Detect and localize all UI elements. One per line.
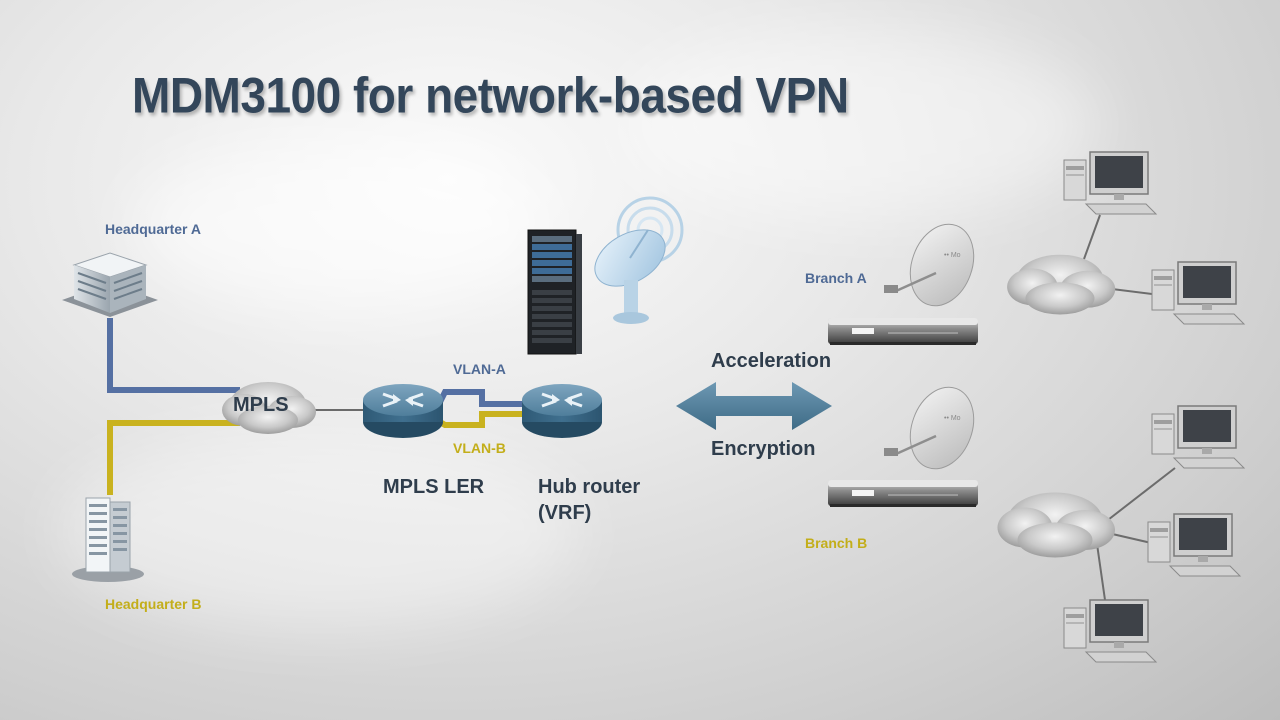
headquarter-b-label: Headquarter B: [105, 596, 202, 612]
modem-icon: [828, 318, 978, 345]
office-building-icon: [62, 252, 158, 317]
vlan-a-label: VLAN-A: [453, 361, 506, 377]
hq-b-link: [107, 420, 240, 495]
vlan-a-link: [437, 389, 522, 407]
encryption-label: Encryption: [711, 438, 816, 460]
router-icon: [361, 382, 445, 440]
branch-b-label: Branch B: [805, 535, 868, 551]
desktop-computer-icon: [1151, 405, 1245, 469]
page-title: MDM3100 for network-based VPN: [132, 67, 849, 124]
background-cloud: [60, 430, 580, 630]
cloud-icon: [1007, 254, 1116, 315]
vlan-b-label: VLAN-B: [453, 440, 506, 456]
double-arrow-icon: [676, 382, 832, 430]
desktop-computer-icon: [1151, 261, 1245, 325]
desktop-computer-icon: [1147, 513, 1241, 577]
mpls-ler-label: MPLS LER: [383, 476, 485, 498]
background-cloud: [620, 30, 1100, 220]
headquarter-a-label: Headquarter A: [105, 221, 201, 237]
office-tower-icon: [72, 497, 144, 582]
desktop-computer-icon: [1063, 151, 1157, 215]
desktop-computer-icon: [1063, 599, 1157, 663]
server-rack-icon: [527, 229, 582, 355]
branch-a-label: Branch A: [805, 270, 867, 286]
satellite-dish-icon: [882, 377, 986, 479]
satellite-dish-icon: [882, 214, 986, 316]
hub-router-label: Hub router: [538, 476, 641, 498]
hub-router-vrf-label: (VRF): [538, 502, 592, 524]
vlan-b-link: [438, 411, 522, 428]
modem-icon: [828, 480, 978, 507]
hq-a-link: [107, 318, 240, 393]
router-icon: [520, 382, 604, 440]
cloud-icon: [997, 492, 1115, 558]
mpls-label: MPLS: [233, 394, 289, 416]
acceleration-label: Acceleration: [711, 350, 832, 372]
background-cloud: [130, 140, 550, 310]
satellite-dish-icon: [594, 196, 684, 324]
